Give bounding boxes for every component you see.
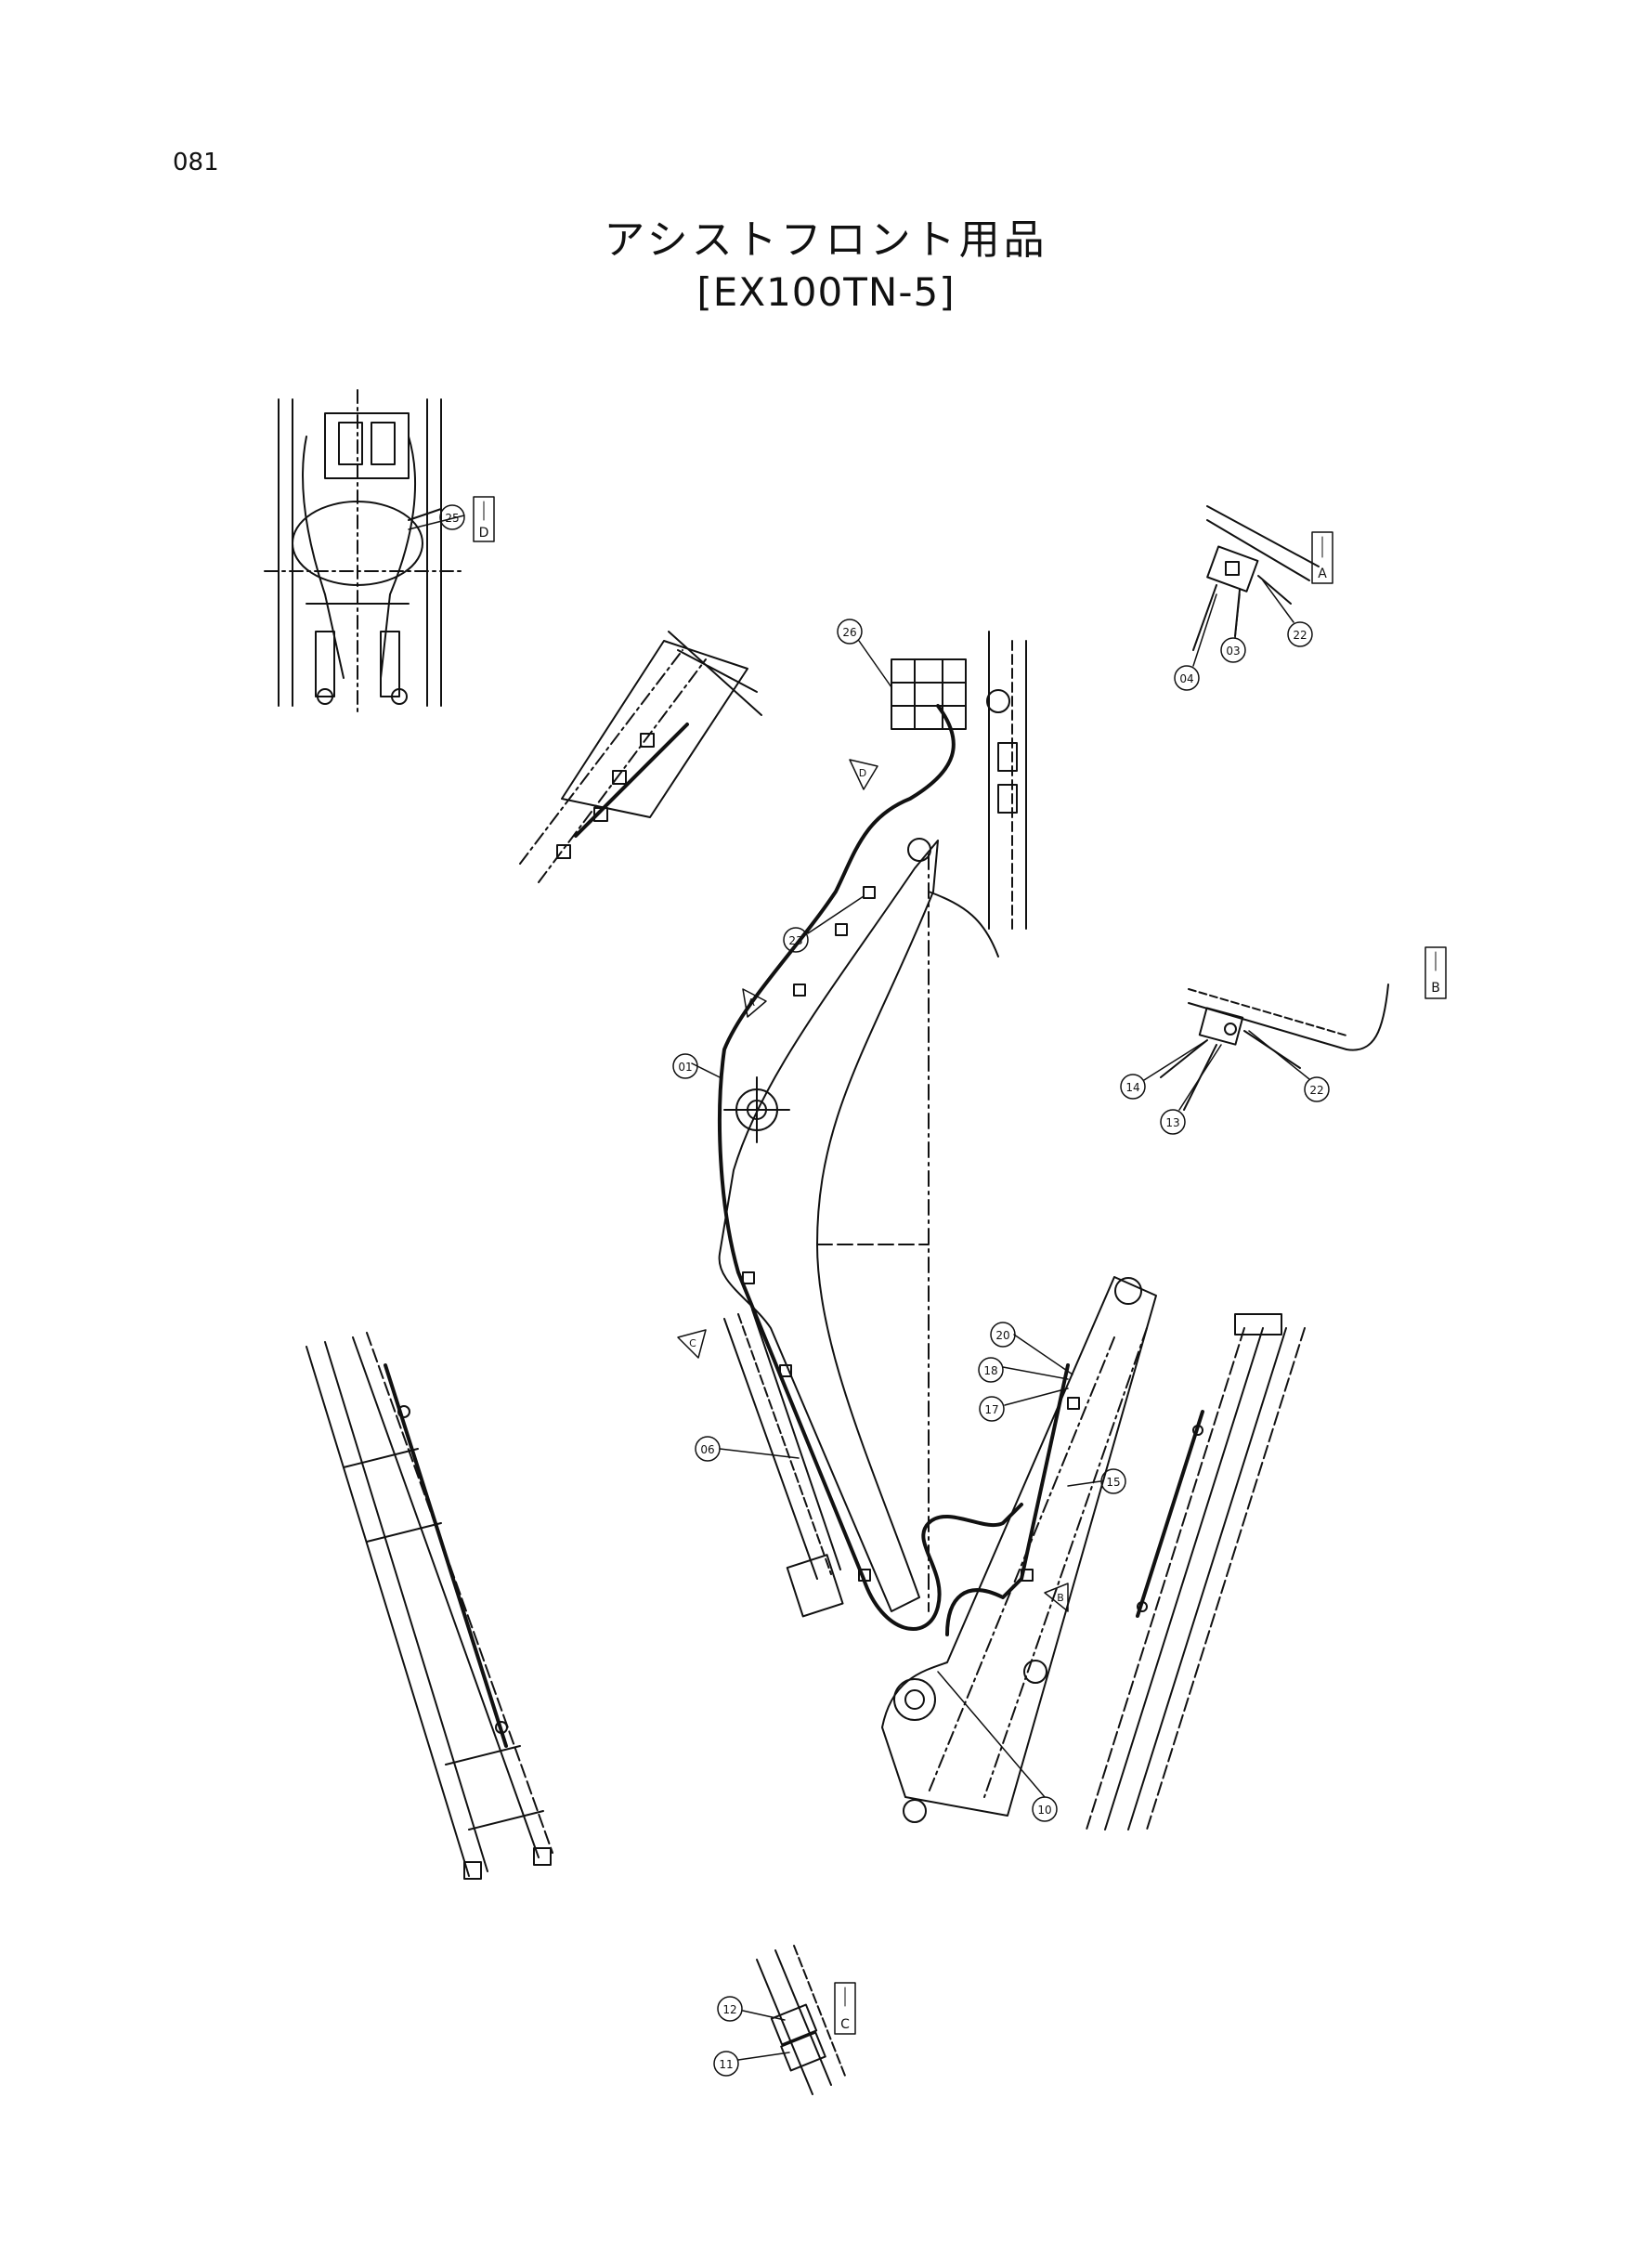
callout-10: 10 <box>1032 1796 1058 1822</box>
view-marker-a-letter: A <box>1318 567 1327 581</box>
arrow-marker-d: D <box>849 759 878 790</box>
callout-04: 04 <box>1174 665 1200 691</box>
main-boom <box>718 631 1027 1631</box>
view-marker-c: C <box>834 1982 856 2035</box>
arrow-marker-c: C <box>677 1329 707 1359</box>
callout-06: 06 <box>695 1436 721 1462</box>
callout-25-label: 25 <box>445 512 459 525</box>
arrow-marker-b-letter: B <box>1057 1592 1064 1604</box>
arrow-marker-b: B <box>1044 1583 1069 1612</box>
view-marker-c-letter: C <box>840 2017 850 2032</box>
callout-13: 13 <box>1160 1109 1186 1135</box>
callout-23: 23 <box>783 927 809 953</box>
callout-18: 18 <box>978 1357 1004 1383</box>
detail-view-boom-hose-left <box>306 1332 553 1880</box>
callout-17: 17 <box>979 1396 1005 1422</box>
detail-view-arm-bracket <box>519 631 762 883</box>
callout-25: 25 <box>439 504 465 530</box>
callout-20-label: 20 <box>995 1329 1009 1342</box>
callout-03-label: 03 <box>1226 645 1240 658</box>
callout-04-label: 04 <box>1179 672 1193 685</box>
view-marker-b-letter: B <box>1431 981 1440 996</box>
callout-06-label: 06 <box>700 1443 714 1456</box>
view-marker-a: A <box>1311 531 1333 584</box>
arm <box>881 1276 1157 1823</box>
view-marker-b: B <box>1424 946 1447 999</box>
callout-17-label: 17 <box>984 1403 998 1416</box>
callout-22a: 22 <box>1287 621 1313 647</box>
page-title: アシストフロント用品 <box>604 216 1048 264</box>
detail-view-b <box>1160 984 1389 1111</box>
callout-leaders <box>408 515 1310 2061</box>
callout-15-label: 15 <box>1106 1476 1120 1489</box>
callout-10-label: 10 <box>1037 1804 1051 1817</box>
arrow-marker-c-letter: C <box>689 1337 696 1349</box>
view-marker-d: D <box>473 496 495 542</box>
callout-15: 15 <box>1100 1468 1126 1494</box>
boom-cylinder <box>723 1309 844 1618</box>
callout-12: 12 <box>717 1996 743 2022</box>
detail-view-arm-hose-right <box>1086 1313 1306 1831</box>
callout-11-label: 11 <box>719 2058 733 2071</box>
callout-23-label: 23 <box>788 934 802 947</box>
callout-22b: 22 <box>1304 1076 1330 1102</box>
callout-26: 26 <box>837 619 863 645</box>
callout-20: 20 <box>990 1322 1016 1348</box>
arrow-marker-a-letter: A <box>748 997 755 1009</box>
arrow-marker-a: A <box>742 988 767 1018</box>
model-subtitle: [EX100TN-5] <box>696 269 956 315</box>
detail-view-c <box>756 1945 846 2095</box>
callout-01-label: 01 <box>678 1061 692 1074</box>
detail-view-top-frame <box>264 389 465 716</box>
callout-12-label: 12 <box>722 2003 736 2016</box>
view-marker-d-letter: D <box>479 526 489 541</box>
callout-03: 03 <box>1220 637 1246 663</box>
arrow-marker-d-letter: D <box>859 767 866 779</box>
callout-18-label: 18 <box>983 1364 997 1377</box>
callout-01: 01 <box>672 1053 698 1079</box>
callout-22a-label: 22 <box>1293 629 1307 642</box>
callout-11: 11 <box>713 2051 739 2077</box>
callout-14-label: 14 <box>1125 1081 1139 1094</box>
callout-26-label: 26 <box>842 626 856 639</box>
callout-13-label: 13 <box>1165 1116 1179 1129</box>
page-number: 081 <box>173 149 219 176</box>
callout-14: 14 <box>1120 1074 1146 1100</box>
callout-22b-label: 22 <box>1309 1084 1323 1097</box>
